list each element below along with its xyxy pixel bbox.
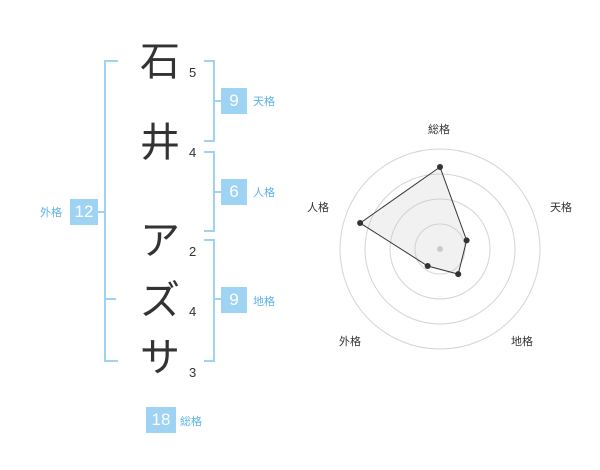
radar-axis-label-chikaku: 地格 [511,335,533,348]
radar-axis-label-jinkaku: 人格 [307,201,329,214]
radar-point-2 [463,237,470,244]
tenkaku-badge: 9 [221,88,247,114]
name-char-4: ズ [140,278,180,324]
chikaku-bracket [204,239,215,362]
chikaku-bracket-tick [213,298,221,300]
gaikaku-bracket-tick [98,211,106,213]
stroke-count-1: 5 [189,65,197,80]
jinkaku-badge: 6 [221,179,247,205]
tenkaku-label: 天格 [253,95,275,108]
name-char-3: ア [140,218,180,264]
stroke-count-2: 4 [189,145,197,160]
radar-ring [364,173,516,325]
jinkaku-label: 人格 [253,186,275,199]
tenkaku-bracket-tick [213,100,221,102]
chikaku-label: 地格 [253,295,275,308]
stroke-count-4: 4 [189,304,197,319]
chikaku-badge: 9 [221,287,247,313]
stroke-count-5: 3 [189,365,197,380]
radar-axis-label-soukaku: 総格 [428,123,450,136]
name-char-2: 井 [140,120,180,166]
radar-ring [389,198,491,300]
radar-center [437,246,443,252]
stroke-count-3: 2 [189,244,197,259]
jinkaku-bracket-tick [213,191,221,193]
gaikaku-label: 外格 [40,206,62,219]
radar-point-3 [455,271,462,278]
radar-series-polygon [359,166,468,275]
radar-point-5 [357,220,364,227]
name-char-1: 石 [140,39,180,85]
soukaku-label: 総格 [180,415,202,428]
radar-ring [414,223,466,275]
radar-point-1 [437,164,443,170]
radar-ring [339,148,541,350]
name-char-5: サ [140,335,180,381]
gaikaku-badge: 12 [70,199,98,225]
radar-axis-label-tenkaku: 天格 [550,201,572,214]
gaikaku-bracket-mid-tick [104,298,116,300]
radar-point-4 [424,262,431,269]
radar-axis-label-gaikaku: 外格 [339,335,361,348]
soukaku-badge: 18 [146,407,176,433]
